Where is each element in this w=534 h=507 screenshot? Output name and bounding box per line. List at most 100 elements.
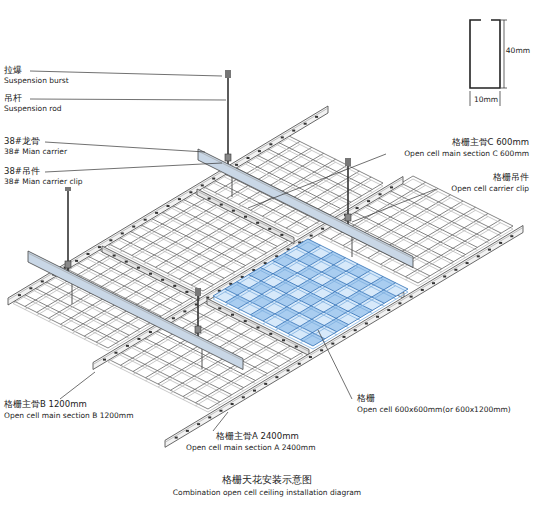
leader-line [352, 189, 436, 222]
rail-slot [398, 302, 401, 304]
rail-body [198, 149, 413, 268]
rail-slot [185, 291, 188, 293]
suspension-rod [227, 72, 229, 164]
blade [296, 246, 396, 296]
part-label: 38# Mian carrier clip [3, 178, 83, 187]
leader-line [30, 99, 226, 100]
rail-slot [410, 296, 413, 298]
carrier-clip [225, 154, 231, 161]
rail-slot [189, 191, 192, 193]
blade [418, 226, 513, 283]
rail-slot [114, 352, 117, 354]
rail-slot [387, 309, 390, 311]
dimension-label: 40mm [505, 47, 531, 56]
main-rail-c [102, 246, 199, 301]
dimension-line [470, 91, 500, 106]
part-label: Suspension burst [3, 77, 70, 86]
rail-slot [121, 232, 124, 234]
dimension-label: 10mm [473, 96, 499, 105]
rail-slot [125, 261, 128, 263]
part-label: 吊杆 [3, 94, 23, 104]
rail-flange [198, 151, 413, 259]
part-label: 格栅主骨B 1200mm [3, 400, 88, 410]
rail-slot [275, 376, 278, 378]
open-cell-panel-highlight [213, 239, 408, 349]
open-cell-clip [352, 235, 353, 257]
blade-edge [313, 292, 408, 349]
blade-edge [301, 286, 396, 343]
rail-slot [477, 255, 480, 257]
rail-slot [356, 207, 359, 209]
rail-slot [499, 242, 502, 244]
part-label: Suspension rod [3, 105, 63, 114]
main-rail-a [165, 226, 523, 448]
rail-slot [488, 249, 491, 251]
rail-flange [28, 253, 243, 361]
rail-slot [304, 123, 307, 125]
rail-flange [102, 248, 199, 297]
rail-slot [292, 130, 295, 132]
rail-slot [235, 164, 238, 166]
rail-slot [208, 198, 211, 200]
blade-edge [288, 280, 383, 337]
leader-line [30, 71, 222, 76]
part-label: 38#吊件 [3, 167, 41, 177]
rail-slot [218, 307, 221, 309]
rail-slot [264, 383, 267, 385]
part-label: Open cell main section B 1200mm [3, 412, 134, 421]
blade [161, 212, 256, 260]
part-label: Open cell main section A 2400mm [185, 444, 316, 453]
rail-slot [201, 184, 204, 186]
rail-slot [208, 416, 211, 418]
part-label: 格栅 [356, 394, 376, 404]
rail-slot [183, 310, 186, 312]
rail-slot [320, 349, 323, 351]
blade [156, 216, 241, 267]
leader-line [45, 142, 205, 152]
rail-slot [269, 143, 272, 145]
leader-lines [30, 71, 436, 431]
rail-slot [309, 356, 312, 358]
rail-slot [186, 430, 189, 432]
part-label: 格栅吊件 [492, 173, 530, 183]
blade-edge [208, 355, 303, 412]
blade [66, 269, 161, 317]
blade [284, 253, 384, 303]
rail-slot [244, 216, 247, 218]
rail-slot [379, 193, 382, 195]
blade-edge [193, 196, 288, 244]
rail-slot [137, 267, 140, 269]
rail-slot [87, 253, 90, 255]
rail-slot [244, 320, 247, 322]
rail-slot [75, 260, 78, 262]
blade-edge [196, 349, 291, 406]
profile-inset [470, 20, 507, 106]
leader-line [45, 163, 222, 172]
rail-slot [269, 333, 272, 335]
part-label: 38# Mian carrier [3, 148, 68, 157]
rail-slot [281, 136, 284, 138]
blade [389, 190, 489, 240]
rail-slot [219, 410, 222, 412]
blade [191, 234, 276, 285]
open-cell-clip [232, 175, 233, 197]
open-cell-clip [202, 347, 203, 369]
rail-slot [178, 198, 181, 200]
rail-slot [315, 116, 318, 118]
open-cell-panel [108, 193, 288, 295]
part-label: 38#龙骨 [3, 137, 41, 147]
rail-slot [109, 239, 112, 241]
caption: 格栅天花安装示意图 [221, 474, 313, 486]
rail-slot [29, 287, 32, 289]
rail-slot [175, 437, 178, 439]
leader-line [60, 372, 95, 399]
rail-slot [454, 269, 457, 271]
rail-slot [268, 228, 271, 230]
main-carrier [28, 251, 243, 370]
blade-edge [183, 343, 278, 400]
blade-edge [171, 336, 266, 393]
rail-slot [98, 246, 101, 248]
rail-slot [172, 317, 175, 319]
